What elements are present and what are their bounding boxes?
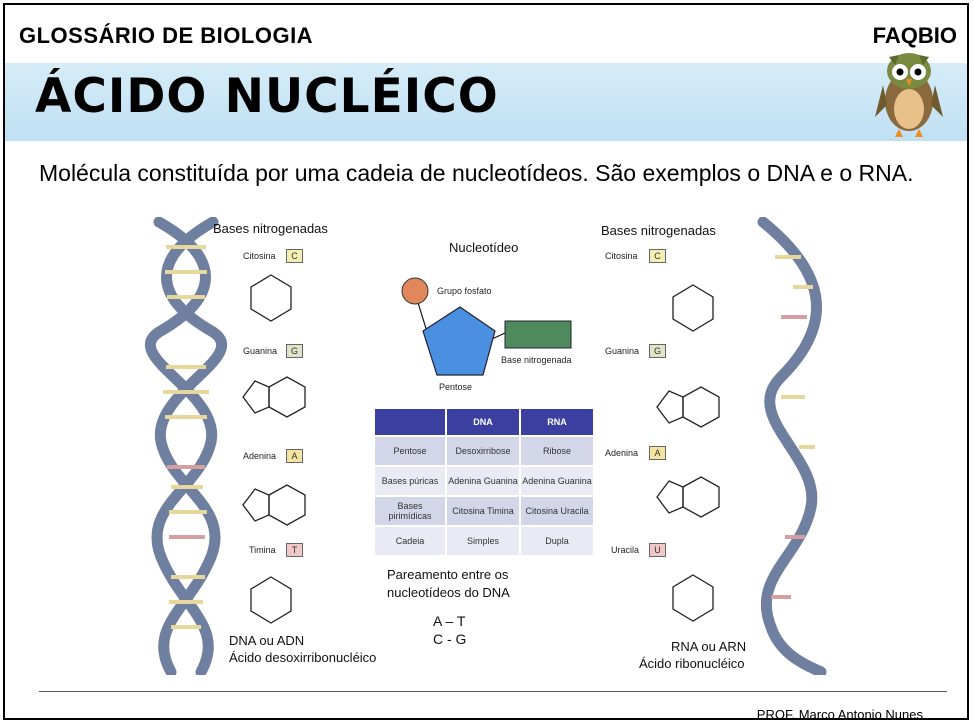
dna-name-label: DNA ou ADN (229, 633, 305, 648)
page-title: ÁCIDO NUCLÉICO (35, 69, 499, 124)
dna-full-name-label: Ácido desoxirribonucléico (229, 650, 377, 665)
rna-base-name: Guanina (605, 346, 640, 356)
base-letter-badge: A (286, 449, 303, 463)
cytosine-structure-icon (672, 284, 714, 332)
nucleic-acid-figure: Bases nitrogenadas Bases nitrogenadas Ci… (141, 217, 835, 675)
table-cell: Citosina Uracila (521, 497, 593, 525)
table-row: Cadeia Simples Dupla (375, 527, 593, 555)
table-cell: Adenina Guanina (521, 467, 593, 495)
base-letter-badge: A (649, 446, 666, 460)
base-letter-badge: G (286, 344, 303, 358)
dna-base-name: Adenina (243, 451, 277, 461)
rna-name-label: RNA ou ARN (671, 639, 747, 654)
table-row: Pentose Desoxirribose Ribose (375, 437, 593, 465)
brand-label: FAQBIO (872, 23, 957, 48)
author-credit: PROF. Marco Antonio Nunes (756, 707, 923, 720)
base-letter-badge: C (649, 249, 666, 263)
base-pair-at: A – T (433, 613, 466, 629)
table-cell: Desoxirribose (447, 437, 519, 465)
footer-divider (39, 691, 947, 692)
slide: GLOSSÁRIO DE BIOLOGIA FAQBIO ÁCIDO NUCLÉ… (3, 3, 969, 720)
adenine-structure-icon (242, 484, 306, 526)
table-cell: Adenina Guanina (447, 467, 519, 495)
table-cell: Bases pirimídicas (375, 497, 445, 525)
title-band (5, 63, 967, 141)
phosphate-group-label: Grupo fosfato (437, 286, 492, 296)
table-cell: Bases púricas (375, 467, 445, 495)
base-letter-badge: T (286, 543, 303, 557)
table-row: Bases pirimídicas Citosina Timina Citosi… (375, 497, 593, 525)
dna-double-helix-icon (145, 217, 227, 675)
base-letter-badge: U (649, 543, 666, 557)
owl-mascot-icon (875, 53, 943, 137)
dna-base-name: Guanina (243, 346, 278, 356)
table-cell: Pentose (375, 437, 445, 465)
base-letter-badge: G (649, 344, 666, 358)
table-header: DNA (447, 409, 519, 435)
rna-base-name: Citosina (605, 251, 638, 261)
nucleotide-diagram-icon (401, 277, 572, 376)
base-letter-badge: C (286, 249, 303, 263)
guanine-structure-icon (242, 376, 306, 418)
table-cell: Ribose (521, 437, 593, 465)
table-cell: Simples (447, 527, 519, 555)
pairing-title: Pareamento entre os (387, 567, 509, 582)
base-pair-cg: C - G (433, 631, 467, 647)
table-header (375, 409, 445, 435)
dna-bases-heading: Bases nitrogenadas (213, 221, 328, 236)
nucleotide-title: Nucleotídeo (449, 240, 519, 255)
rna-base-name: Adenina (605, 448, 639, 458)
pairing-title: nucleotídeos do DNA (387, 585, 510, 600)
pentose-label: Pentose (439, 382, 473, 392)
definition-text: Molécula constituída por uma cadeia de n… (39, 160, 914, 186)
cytosine-structure-icon (250, 274, 292, 322)
rna-full-name-label: Ácido ribonucléico (639, 656, 745, 671)
table-header: RNA (521, 409, 593, 435)
glossary-header: GLOSSÁRIO DE BIOLOGIA (19, 23, 314, 48)
rna-single-strand-icon (757, 217, 827, 675)
thymine-structure-icon (250, 576, 292, 624)
table-cell: Dupla (521, 527, 593, 555)
table-row: Bases púricas Adenina Guanina Adenina Gu… (375, 467, 593, 495)
nitrogenous-base-label: Base nitrogenada (501, 355, 572, 365)
rna-base-name: Uracila (611, 545, 640, 555)
dna-base-name: Timina (249, 545, 276, 555)
table-cell: Citosina Timina (447, 497, 519, 525)
table-cell: Cadeia (375, 527, 445, 555)
adenine-structure-icon (656, 476, 720, 518)
rna-bases-heading: Bases nitrogenadas (601, 223, 716, 238)
dna-base-name: Citosina (243, 251, 276, 261)
dna-rna-comparison-table: DNA RNA Pentose Desoxirribose Ribose Bas… (373, 407, 595, 557)
guanine-structure-icon (656, 386, 720, 428)
uracil-structure-icon (672, 574, 714, 622)
